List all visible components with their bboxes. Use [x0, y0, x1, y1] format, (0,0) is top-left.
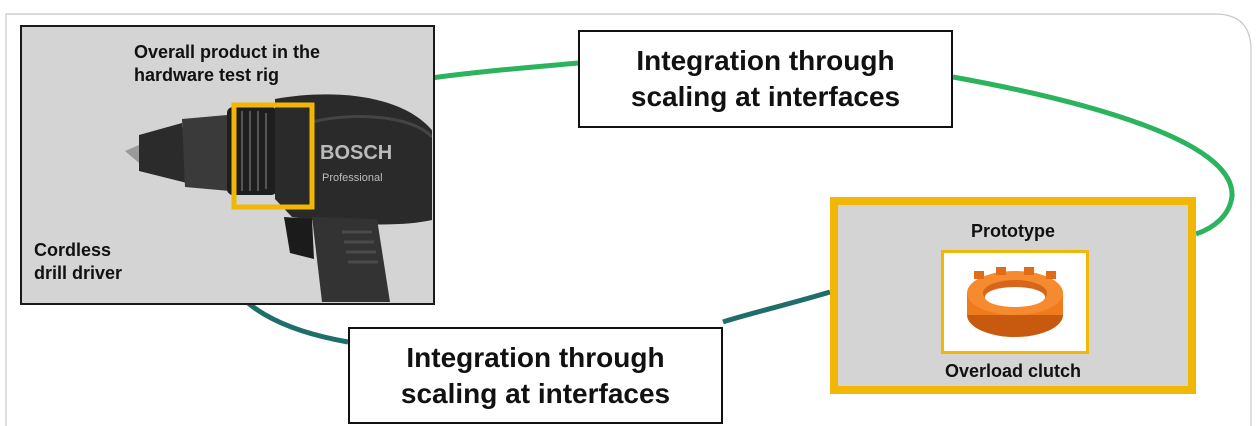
- callout-bottom-line1: Integration through: [406, 341, 665, 373]
- callout-bottom-line2: scaling at interfaces: [400, 377, 671, 409]
- integration-callout-top: Integration through scaling at interface…: [578, 30, 953, 128]
- cordless-drill-image: BOSCH Professional: [125, 94, 432, 302]
- callout-top-line1: Integration through: [636, 45, 895, 76]
- cordless-drill-label: Cordless drill driver: [34, 240, 123, 283]
- prototype-panel: Prototype Overload clutch: [830, 197, 1196, 394]
- integration-callout-bottom: Integration through scaling at interface…: [348, 327, 723, 424]
- callout-top-line2: scaling at interfaces: [630, 81, 901, 112]
- loop-segment-top-right: [952, 74, 1235, 237]
- overload-clutch-caption: Overload clutch: [944, 361, 1082, 381]
- overload-clutch-image: [941, 250, 1089, 354]
- drill-brand-text: BOSCH: [320, 142, 392, 164]
- drill-model-text: Professional: [322, 172, 383, 184]
- prototype-title: Prototype: [970, 221, 1055, 241]
- overall-product-label: Overall product in the hardware test rig: [134, 42, 321, 85]
- overall-product-panel: BOSCH Professional Overall product in th…: [20, 25, 435, 305]
- clutch-ring-icon: [967, 267, 1063, 337]
- loop-segment-right-lower: [722, 289, 831, 325]
- clutch-highlight-box: [231, 102, 315, 210]
